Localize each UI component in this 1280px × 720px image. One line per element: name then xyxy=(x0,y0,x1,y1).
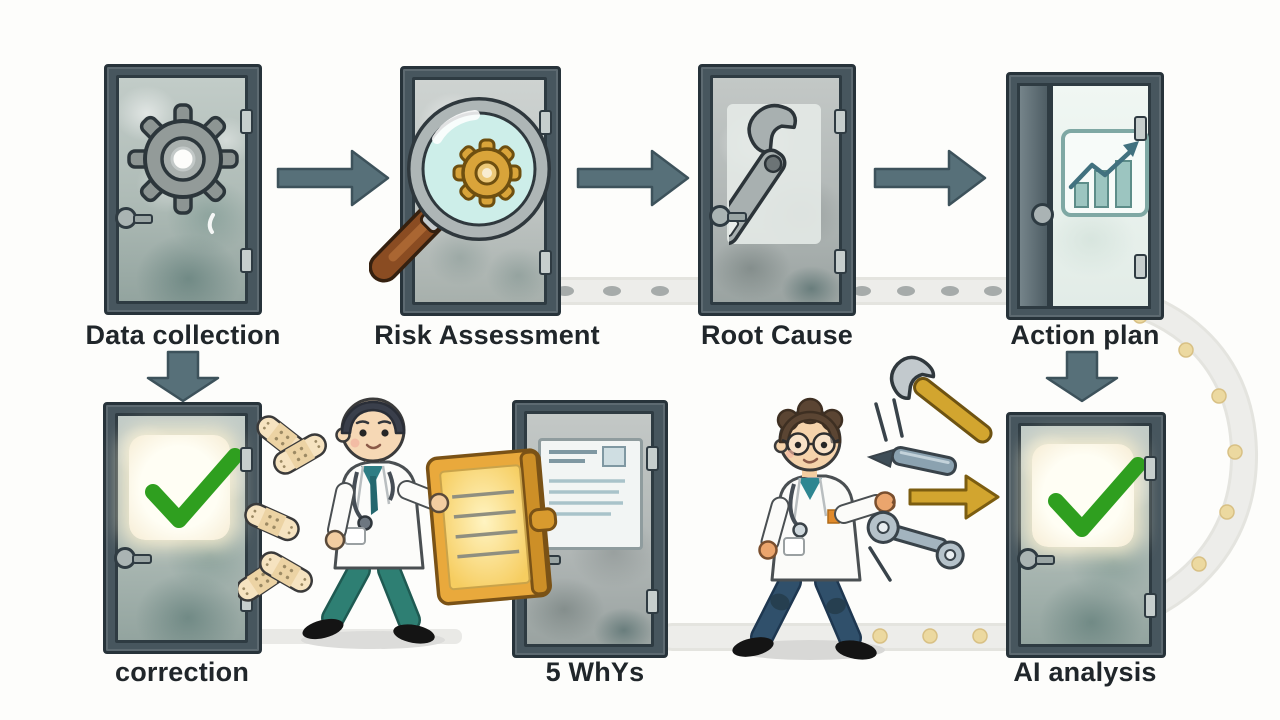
flying-tools xyxy=(866,355,1000,582)
right-arrow-icon xyxy=(276,149,390,207)
door-hinge xyxy=(834,108,847,134)
label-ai-analysis: AI analysis xyxy=(1013,657,1157,687)
right-arrow-icon xyxy=(576,149,690,207)
door-knob-icon xyxy=(1031,203,1054,226)
door-correction xyxy=(103,402,262,654)
down-arrow-icon xyxy=(1045,350,1119,403)
doctor-with-folder xyxy=(301,397,558,649)
green-check-icon xyxy=(1032,443,1147,547)
growth-chart-icon xyxy=(1061,129,1149,217)
gold-arrow-icon xyxy=(908,474,1000,520)
label-action-plan: Action plan xyxy=(1010,320,1160,350)
down-arrow-icon xyxy=(146,350,220,403)
gear-icon xyxy=(127,103,239,234)
speed-lines xyxy=(868,398,904,582)
door-root-cause xyxy=(698,64,856,316)
door-data-collection xyxy=(104,64,262,315)
door-hinge xyxy=(539,249,552,275)
door-action-plan xyxy=(1006,72,1164,320)
door-handle-icon xyxy=(709,205,747,227)
door-edge xyxy=(1017,83,1050,309)
label-data-collection: Data collection xyxy=(85,320,281,350)
bolt-tool-icon xyxy=(866,510,965,570)
door-handle-icon xyxy=(114,547,152,569)
spanner-icon xyxy=(889,355,993,444)
right-arrow-icon xyxy=(873,149,987,207)
door-hinge xyxy=(240,248,253,274)
door-hinge xyxy=(240,446,253,472)
door-risk-assessment xyxy=(369,66,561,316)
magnifier-gear-icon xyxy=(369,97,551,283)
label-risk-assessment: Risk Assessment xyxy=(374,320,600,350)
ribbon-gray-dots xyxy=(556,286,1002,296)
door-hinge xyxy=(539,110,552,136)
label-root-cause: Root Cause xyxy=(700,320,854,350)
door-ai-analysis xyxy=(1006,412,1166,658)
label-correction: correction xyxy=(114,657,250,687)
green-check-icon xyxy=(128,434,243,541)
label-five-whys: 5 WhYs xyxy=(545,657,645,687)
door-hinge xyxy=(646,589,659,615)
door-hinge xyxy=(1144,455,1157,481)
door-hinge xyxy=(240,108,253,134)
door-hinge xyxy=(1134,116,1147,142)
document-icon xyxy=(537,438,643,551)
door-hinge xyxy=(646,445,659,471)
doctor-reaching-tools xyxy=(732,397,896,660)
folder-icon xyxy=(425,448,558,606)
marker-icon xyxy=(866,445,958,476)
door-handle-icon xyxy=(1017,548,1055,570)
door-hinge xyxy=(1144,592,1157,618)
door-handle-icon xyxy=(115,207,153,229)
door-hinge xyxy=(834,249,847,275)
door-hinge xyxy=(1134,254,1147,280)
